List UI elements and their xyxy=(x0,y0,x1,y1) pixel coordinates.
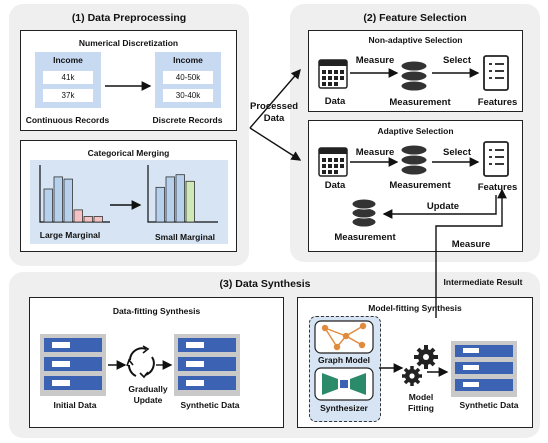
refresh-cycle-icon xyxy=(126,345,155,379)
ad-data-label: Data xyxy=(324,180,346,191)
numerical-title: Numerical Discretization xyxy=(78,38,179,48)
discrete-header: Income xyxy=(173,55,203,65)
na-measure-label: Measure xyxy=(355,55,395,66)
discrete-caption: Discrete Records xyxy=(152,115,223,125)
data-fitting-title: Data-fitting Synthesis xyxy=(112,306,201,316)
adaptive-title: Adaptive Selection xyxy=(377,126,454,136)
na-features-label: Features xyxy=(477,97,518,108)
categorical-background xyxy=(30,160,228,244)
calendar-icon xyxy=(318,147,348,177)
large-bars-bar-1 xyxy=(53,176,63,223)
ad-measurement-label: Measurement xyxy=(389,180,451,191)
intermediate-arrow xyxy=(435,188,507,318)
continuous-value-1: 41k xyxy=(43,71,93,84)
record-stack-model xyxy=(451,341,517,397)
gradually-update-text: Gradually Update xyxy=(128,384,168,405)
database-icon xyxy=(351,198,377,228)
ad-measure-label: Measure xyxy=(355,147,395,158)
feature-title: (2) Feature Selection xyxy=(363,12,467,24)
gear-icon xyxy=(402,366,422,386)
large-marginal-caption: Large Marginal xyxy=(39,230,101,240)
ad-features-label: Features xyxy=(477,182,518,193)
discrete-value-2: 30-40k xyxy=(163,89,213,102)
na-data-label: Data xyxy=(324,96,346,107)
model-fitting-title: Model-fitting Synthesis xyxy=(368,303,462,313)
graph-model-label: Graph Model xyxy=(318,355,370,365)
discrete-table: Income 40-50k 30-40k xyxy=(155,52,221,108)
gradually-update-label: Gradually Update xyxy=(118,384,178,406)
non-adaptive-title: Non-adaptive Selection xyxy=(368,35,463,45)
features-list-icon xyxy=(483,141,509,177)
continuous-table: Income 41k 37k xyxy=(35,52,101,108)
large-bars-bar-3 xyxy=(73,209,83,223)
large-bars-bar-5 xyxy=(93,216,103,223)
continuous-header: Income xyxy=(53,55,83,65)
preprocessing-title: (1) Data Preprocessing xyxy=(71,12,187,24)
large-bars-bar-0 xyxy=(43,188,53,223)
categorical-title: Categorical Merging xyxy=(87,148,170,158)
ad-update-label: Update xyxy=(426,201,460,212)
record-stack-synthetic xyxy=(174,334,240,396)
model-fitting-text: Model Fitting xyxy=(408,392,434,413)
synthesizer-icon xyxy=(314,367,374,401)
na-measurement-label: Measurement xyxy=(389,97,451,108)
large-bars xyxy=(43,176,103,223)
processed-arrow-top xyxy=(249,68,301,129)
ad-select-label: Select xyxy=(443,147,471,158)
record-stack-initial xyxy=(40,334,106,396)
update-arrow xyxy=(382,195,497,219)
small-bars xyxy=(155,174,195,223)
database-icon xyxy=(400,144,428,176)
small-bars-bar-0 xyxy=(155,186,165,223)
ad-measurement2-label: Measurement xyxy=(334,232,396,243)
initial-data-label: Initial Data xyxy=(53,400,97,410)
synthesis-title: (3) Data Synthesis xyxy=(219,278,311,290)
gear-icon xyxy=(414,345,438,369)
synthetic-data-label-1: Synthetic Data xyxy=(180,400,240,410)
database-icon xyxy=(400,60,428,92)
calendar-icon xyxy=(318,59,348,89)
discrete-value-1: 40-50k xyxy=(163,71,213,84)
intermediate-result-label: Intermediate Result xyxy=(443,277,523,287)
graph-model-icon xyxy=(314,320,374,354)
continuous-caption: Continuous Records xyxy=(25,115,110,125)
synthetic-data-label-2: Synthetic Data xyxy=(459,400,519,410)
small-bars-bar-1 xyxy=(165,176,175,223)
na-select-label: Select xyxy=(443,55,471,66)
model-fitting-label: Model Fitting xyxy=(396,392,446,414)
processed-data-text: Processed Data xyxy=(250,101,299,124)
continuous-value-2: 37k xyxy=(43,89,93,102)
small-marginal-caption: Small Marginal xyxy=(155,232,215,242)
processed-data-label: Processed Data xyxy=(250,101,298,125)
ad-measure2-label: Measure xyxy=(451,239,491,250)
large-bars-bar-4 xyxy=(83,216,93,223)
large-bars-bar-2 xyxy=(63,178,73,223)
processed-arrow-bottom xyxy=(249,127,302,161)
small-bars-bar-2 xyxy=(175,174,185,223)
synthesizer-label: Synthesizer xyxy=(320,403,368,413)
small-bars-bar-3 xyxy=(185,180,195,223)
features-list-icon xyxy=(483,55,509,91)
